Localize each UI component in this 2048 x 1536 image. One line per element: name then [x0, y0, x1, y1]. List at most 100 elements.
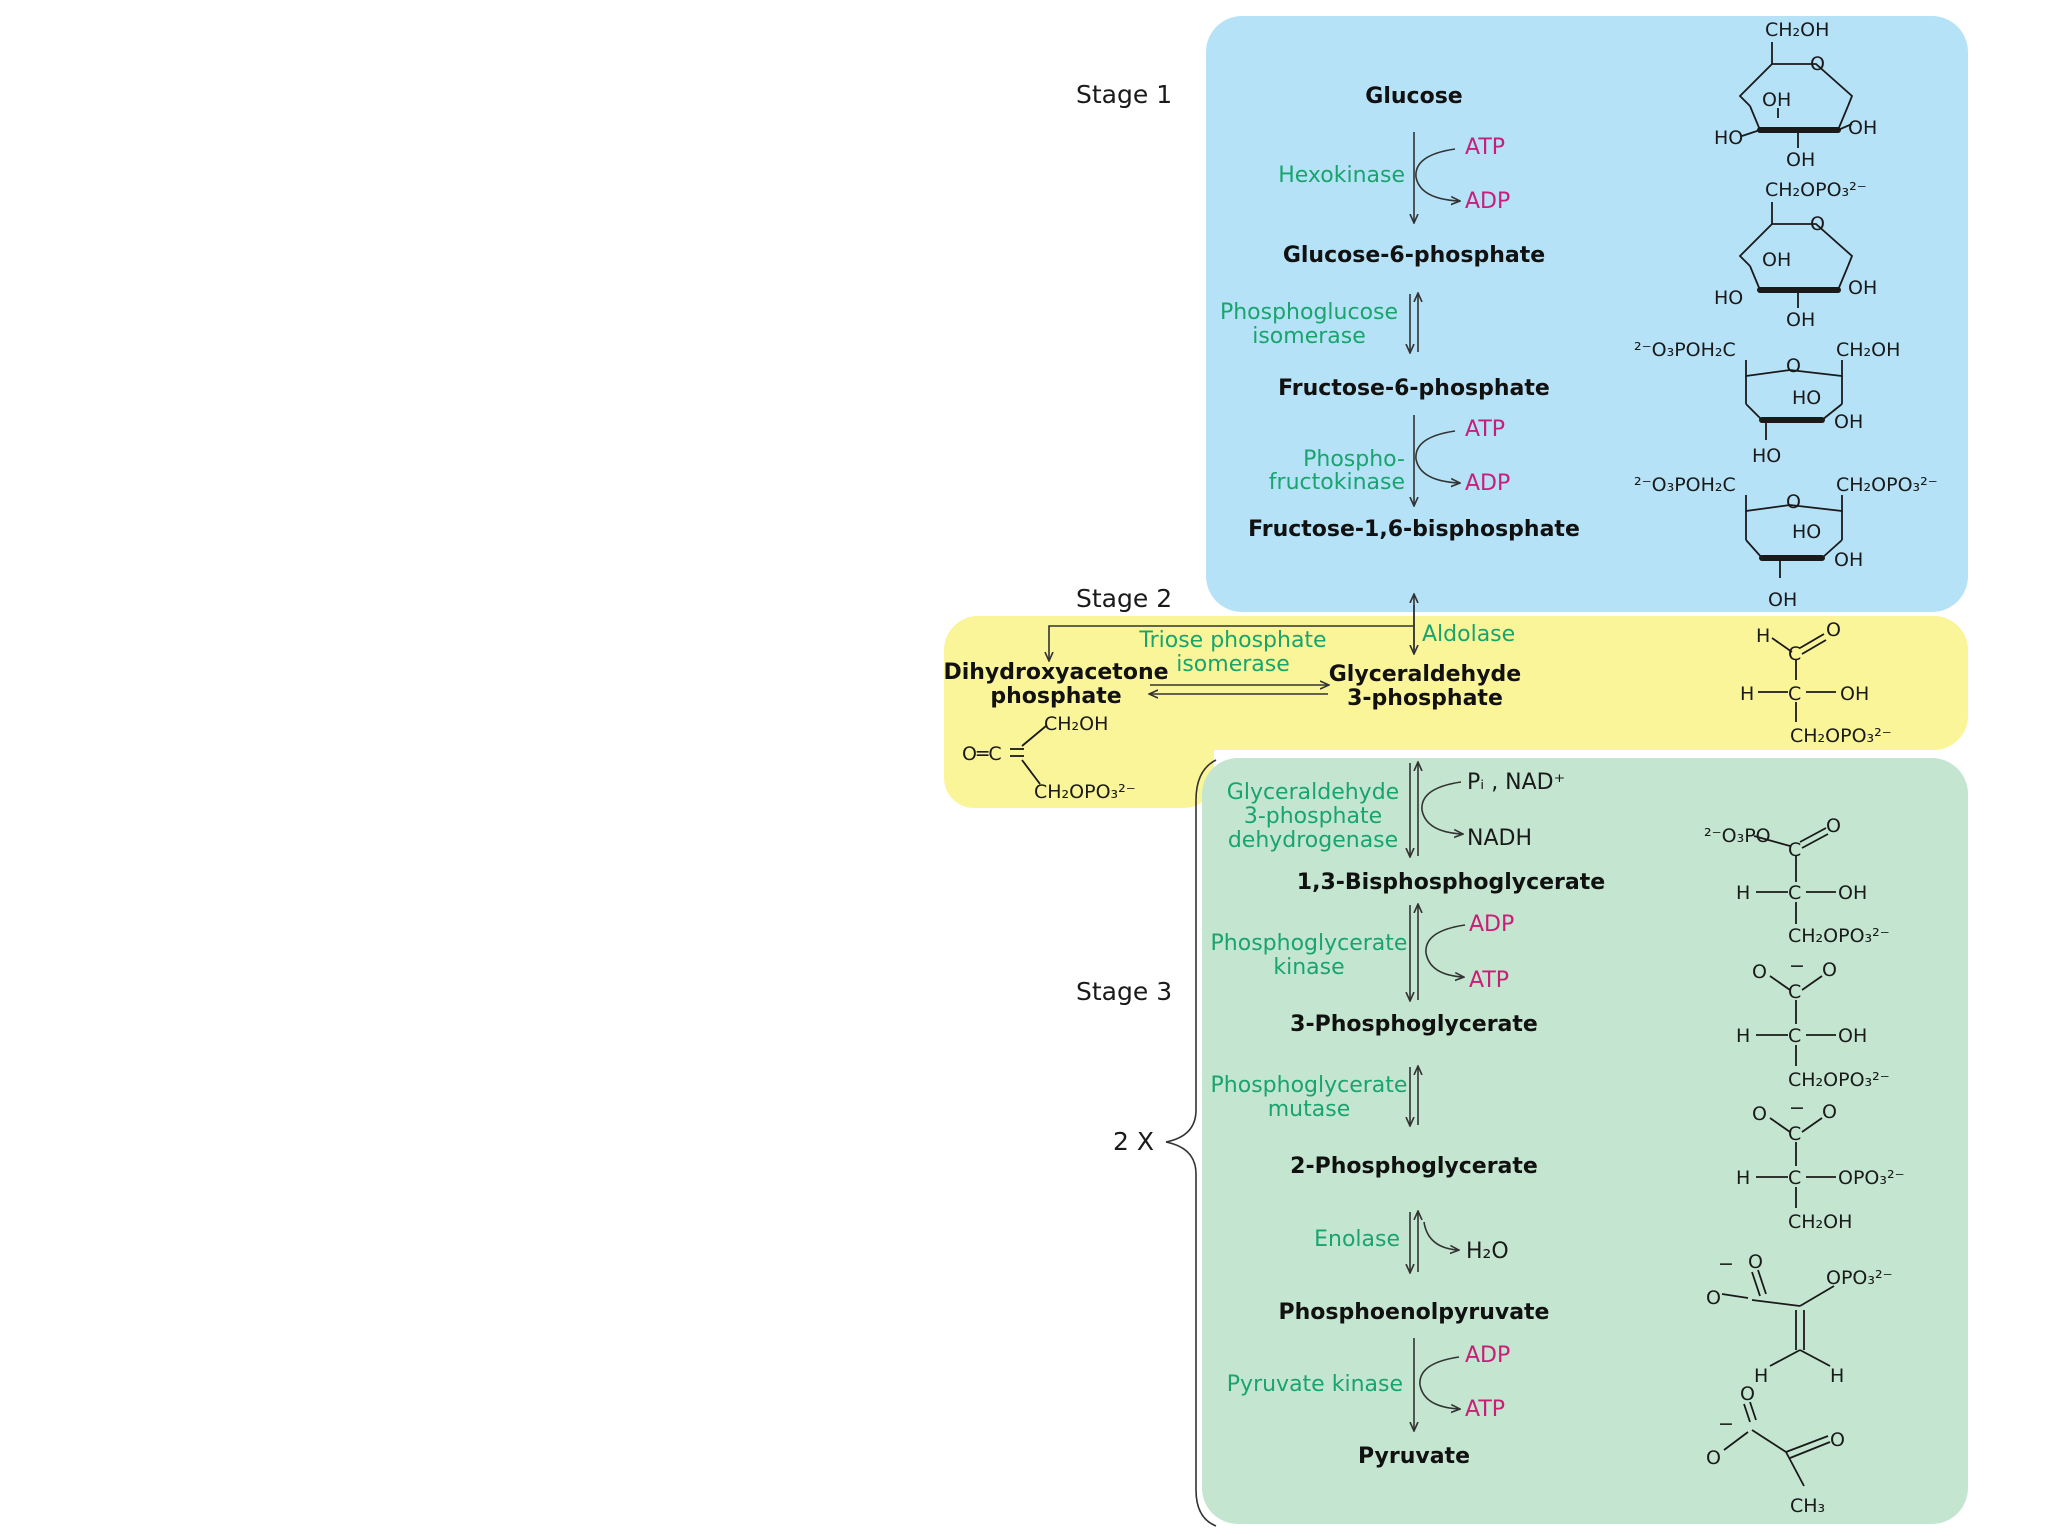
svg-text:CH₂OH: CH₂OH: [1836, 339, 1900, 361]
stage3-brace: [1165, 759, 1217, 1527]
svg-text:CH₂OPO₃²⁻: CH₂OPO₃²⁻: [1788, 1069, 1890, 1091]
svg-text:OH: OH: [1838, 1025, 1867, 1047]
enzyme-pyruvate-kinase: Pyruvate kinase: [1227, 1372, 1403, 1397]
svg-text:C: C: [1788, 981, 1801, 1003]
svg-text:H: H: [1740, 683, 1754, 705]
structure-glucose: CH₂OH O OH HO OH OH: [1714, 19, 1877, 171]
enzyme-enolase: Enolase: [1314, 1227, 1400, 1252]
metabolite-fructose-1-6-bisphosphate: Fructose-1,6-bisphosphate: [1248, 517, 1580, 542]
curve-pgk: [1425, 924, 1465, 977]
svg-text:O: O: [1822, 1101, 1837, 1123]
svg-text:H: H: [1754, 1365, 1768, 1387]
curve-gapdh: [1421, 781, 1462, 834]
enzyme-phosphoglycerate-kinase-line2: kinase: [1273, 955, 1344, 980]
cofactor-hexokinase-atp: ATP: [1465, 135, 1505, 160]
svg-text:CH₂OH: CH₂OH: [1765, 19, 1829, 41]
metabolite-pyruvate: Pyruvate: [1358, 1444, 1470, 1469]
enzyme-gapdh-line3: dehydrogenase: [1228, 828, 1398, 853]
structure-dhap: O═C CH₂OH CH₂OPO₃²⁻: [962, 713, 1136, 803]
structure-fructose-6-phosphate: ²⁻O₃POH₂C CH₂OH O HO OH HO: [1634, 339, 1900, 467]
curve-pfk: [1415, 430, 1459, 483]
cofactor-hexokinase-adp: ADP: [1465, 189, 1510, 214]
structure-phosphoenolpyruvate: − O O OPO₃²⁻ H H: [1706, 1251, 1893, 1387]
metabolite-glucose-6-phosphate: Glucose-6-phosphate: [1283, 243, 1545, 268]
svg-text:CH₂OH: CH₂OH: [1044, 713, 1108, 735]
enzyme-triose-phosphate-isomerase-line1: Triose phosphate: [1138, 628, 1326, 653]
svg-text:HO: HO: [1714, 127, 1743, 149]
svg-text:H: H: [1756, 625, 1770, 647]
svg-text:O: O: [1822, 959, 1837, 981]
svg-text:OH: OH: [1834, 549, 1863, 571]
svg-text:OH: OH: [1762, 89, 1791, 111]
metabolite-dhap-line2: phosphate: [990, 684, 1121, 709]
svg-text:O: O: [1706, 1287, 1721, 1309]
cofactor-gapdh-nadh: NADH: [1467, 826, 1532, 851]
svg-text:C: C: [1788, 643, 1801, 665]
metabolite-2-phosphoglycerate: 2-Phosphoglycerate: [1290, 1154, 1538, 1179]
svg-text:O: O: [1826, 815, 1841, 837]
svg-text:O: O: [1830, 1429, 1845, 1451]
metabolite-gap-line1: Glyceraldehyde: [1329, 662, 1521, 687]
structure-glucose-6-phosphate: CH₂OPO₃²⁻ O OH HO OH OH: [1714, 179, 1877, 331]
svg-text:O: O: [1786, 491, 1801, 513]
svg-text:C: C: [1788, 683, 1801, 705]
svg-text:C: C: [1788, 1167, 1801, 1189]
svg-text:CH₂OPO₃²⁻: CH₂OPO₃²⁻: [1790, 725, 1892, 747]
svg-text:−: −: [1718, 1413, 1734, 1435]
svg-text:H: H: [1830, 1365, 1844, 1387]
structure-fructose-1-6-bisphosphate: ²⁻O₃POH₂C CH₂OPO₃²⁻ O HO OH OH: [1634, 474, 1938, 611]
structure-2-phosphoglycerate: O − O C H C OPO₃²⁻ CH₂OH: [1736, 1097, 1905, 1233]
svg-text:−: −: [1718, 1253, 1734, 1275]
svg-text:O: O: [1786, 355, 1801, 377]
enzyme-phosphoglycerate-kinase-line1: Phosphoglycerate: [1211, 931, 1408, 956]
structure-1-3-bisphosphoglycerate: ²⁻O₃PO C O H C OH CH₂OPO₃²⁻: [1704, 815, 1890, 947]
svg-text:HO: HO: [1752, 445, 1781, 467]
svg-text:HO: HO: [1792, 521, 1821, 543]
svg-text:−: −: [1789, 955, 1805, 977]
svg-text:CH₃: CH₃: [1790, 1495, 1825, 1517]
curve-hexokinase: [1415, 148, 1459, 201]
svg-text:OH: OH: [1848, 277, 1877, 299]
metabolite-phosphoenolpyruvate: Phosphoenolpyruvate: [1279, 1300, 1550, 1325]
svg-text:CH₂OH: CH₂OH: [1788, 1211, 1852, 1233]
metabolite-glucose: Glucose: [1365, 84, 1462, 109]
svg-text:O: O: [1752, 1103, 1767, 1125]
metabolite-fructose-6-phosphate: Fructose-6-phosphate: [1278, 376, 1550, 401]
enzyme-aldolase: Aldolase: [1422, 622, 1515, 647]
svg-text:H: H: [1736, 882, 1750, 904]
stage3-panel: [1202, 758, 1968, 1524]
svg-text:CH₂OPO₃²⁻: CH₂OPO₃²⁻: [1836, 474, 1938, 496]
svg-text:H: H: [1736, 1025, 1750, 1047]
svg-text:OH: OH: [1838, 882, 1867, 904]
enzyme-phosphoglucose-isomerase-line1: Phosphoglucose: [1220, 300, 1398, 325]
enzyme-phosphoglycerate-mutase-line2: mutase: [1268, 1097, 1350, 1122]
svg-text:CH₂OPO₃²⁻: CH₂OPO₃²⁻: [1765, 179, 1867, 201]
arrow-aldolase-to-dhap: [1049, 625, 1414, 660]
svg-text:OH: OH: [1848, 117, 1877, 139]
structure-pyruvate: − O O O CH₃: [1706, 1383, 1845, 1517]
svg-text:O═C: O═C: [962, 743, 1002, 765]
stage2-label: Stage 2: [1076, 584, 1172, 613]
svg-text:HO: HO: [1792, 387, 1821, 409]
enzyme-phosphofructokinase-line2: fructokinase: [1269, 470, 1405, 495]
curve-enolase: [1423, 1221, 1458, 1250]
svg-text:OH: OH: [1834, 411, 1863, 433]
cofactor-pfk-atp: ATP: [1465, 417, 1505, 442]
enzyme-hexokinase: Hexokinase: [1278, 163, 1405, 188]
cofactor-pfk-adp: ADP: [1465, 471, 1510, 496]
curve-pk: [1419, 1356, 1459, 1409]
svg-text:O: O: [1748, 1251, 1763, 1273]
svg-text:OH: OH: [1840, 683, 1869, 705]
stage1-label: Stage 1: [1076, 80, 1172, 109]
cofactor-pk-atp: ATP: [1465, 1397, 1505, 1422]
svg-text:²⁻O₃POH₂C: ²⁻O₃POH₂C: [1634, 474, 1736, 496]
svg-text:²⁻O₃POH₂C: ²⁻O₃POH₂C: [1634, 339, 1736, 361]
svg-text:OPO₃²⁻: OPO₃²⁻: [1826, 1267, 1893, 1289]
svg-text:H: H: [1736, 1167, 1750, 1189]
svg-text:O: O: [1810, 213, 1825, 235]
structure-3-phosphoglycerate: O − O C H C OH CH₂OPO₃²⁻: [1736, 955, 1890, 1091]
svg-text:O: O: [1706, 1447, 1721, 1469]
enzyme-phosphoglycerate-mutase-line1: Phosphoglycerate: [1211, 1073, 1408, 1098]
metabolite-dhap-line1: Dihydroxyacetone: [943, 660, 1168, 685]
